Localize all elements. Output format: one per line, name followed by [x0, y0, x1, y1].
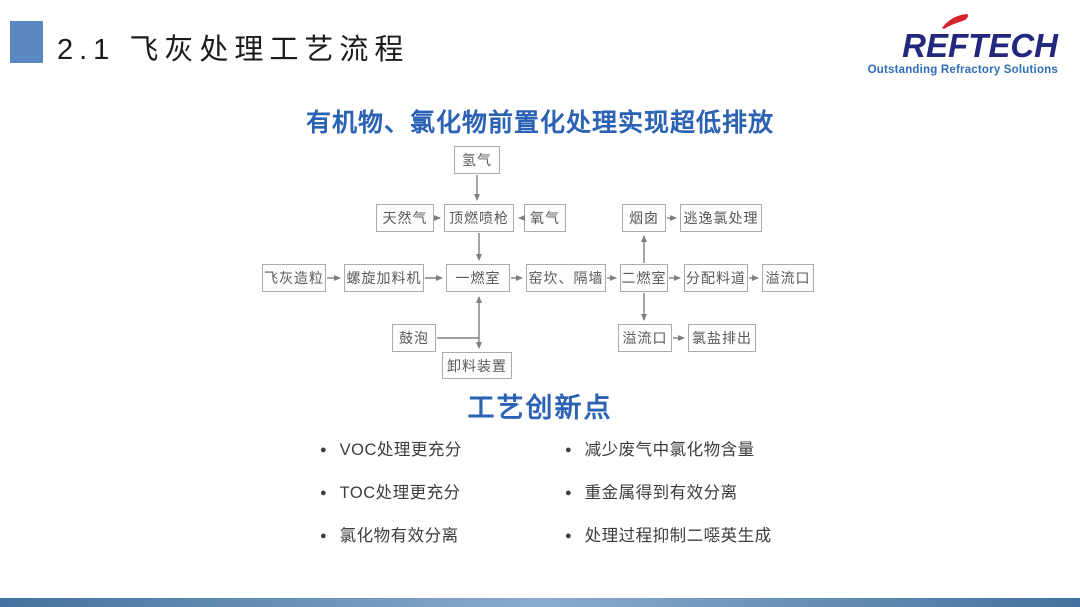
- bullet-icon: ●: [565, 444, 572, 456]
- logo-wordmark: REFTECH: [902, 27, 1058, 64]
- bullet-icon: ●: [320, 487, 327, 499]
- flow-node-hydrogen: 氢气: [454, 146, 500, 174]
- flow-node-overflow-outlet-right: 溢流口: [762, 264, 814, 292]
- list-item: ● TOC处理更充分: [320, 483, 462, 504]
- bottom-accent-bar: [0, 598, 1080, 607]
- flow-node-escaped-chlorine-treatment: 逃逸氯处理: [680, 204, 762, 232]
- flame-icon: [942, 14, 969, 29]
- list-item-label: 氯化物有效分离: [339, 527, 459, 545]
- list-item: ● 减少废气中氯化物含量: [565, 440, 772, 461]
- flow-node-screw-feeder: 螺旋加料机: [344, 264, 424, 292]
- innovation-list-right: ● 减少废气中氯化物含量 ● 重金属得到有效分离 ● 处理过程抑制二噁英生成: [565, 440, 772, 569]
- list-item: ● VOC处理更充分: [320, 440, 462, 461]
- innovation-list-left: ● VOC处理更充分 ● TOC处理更充分 ● 氯化物有效分离: [320, 440, 462, 569]
- flow-node-combustion-chamber-2: 二燃室: [620, 264, 668, 292]
- flow-node-distribution-channel: 分配料道: [684, 264, 748, 292]
- page-title: 2.1 飞灰处理工艺流程: [57, 34, 410, 66]
- list-item: ● 处理过程抑制二噁英生成: [565, 526, 772, 547]
- list-item: ● 重金属得到有效分离: [565, 483, 772, 504]
- list-item-label: 减少废气中氯化物含量: [584, 441, 755, 459]
- flow-node-bubbling: 鼓泡: [392, 324, 436, 352]
- company-logo: REFTECH Outstanding Refractory Solutions: [858, 14, 1058, 80]
- flow-node-top-burner: 顶燃喷枪: [444, 204, 514, 232]
- flow-node-chlorine-salt-discharge: 氯盐排出: [688, 324, 756, 352]
- list-item-label: TOC处理更充分: [339, 484, 461, 502]
- flow-node-natural-gas: 天然气: [376, 204, 434, 232]
- title-accent-square: [10, 21, 43, 63]
- list-item-label: VOC处理更充分: [339, 441, 462, 459]
- list-item-label: 处理过程抑制二噁英生成: [584, 527, 772, 545]
- bullet-icon: ●: [565, 487, 572, 499]
- list-item: ● 氯化物有效分离: [320, 526, 462, 547]
- bullet-icon: ●: [565, 530, 572, 542]
- flow-node-chimney: 烟囱: [622, 204, 666, 232]
- flow-node-kiln-dam-partition: 窑坎、隔墙: [526, 264, 606, 292]
- diagram-title: 有机物、氯化物前置化处理实现超低排放: [305, 109, 774, 137]
- flow-node-fly-ash-granulation: 飞灰造粒: [262, 264, 326, 292]
- flow-node-overflow-outlet-lower: 溢流口: [618, 324, 672, 352]
- flow-node-combustion-chamber-1: 一燃室: [446, 264, 510, 292]
- logo-tagline: Outstanding Refractory Solutions: [867, 64, 1058, 76]
- flow-node-unloading-device: 卸料装置: [442, 352, 512, 379]
- bullet-icon: ●: [320, 530, 327, 542]
- flow-node-oxygen: 氧气: [524, 204, 566, 232]
- innovation-title: 工艺创新点: [467, 393, 613, 423]
- list-item-label: 重金属得到有效分离: [584, 484, 738, 502]
- bullet-icon: ●: [320, 444, 327, 456]
